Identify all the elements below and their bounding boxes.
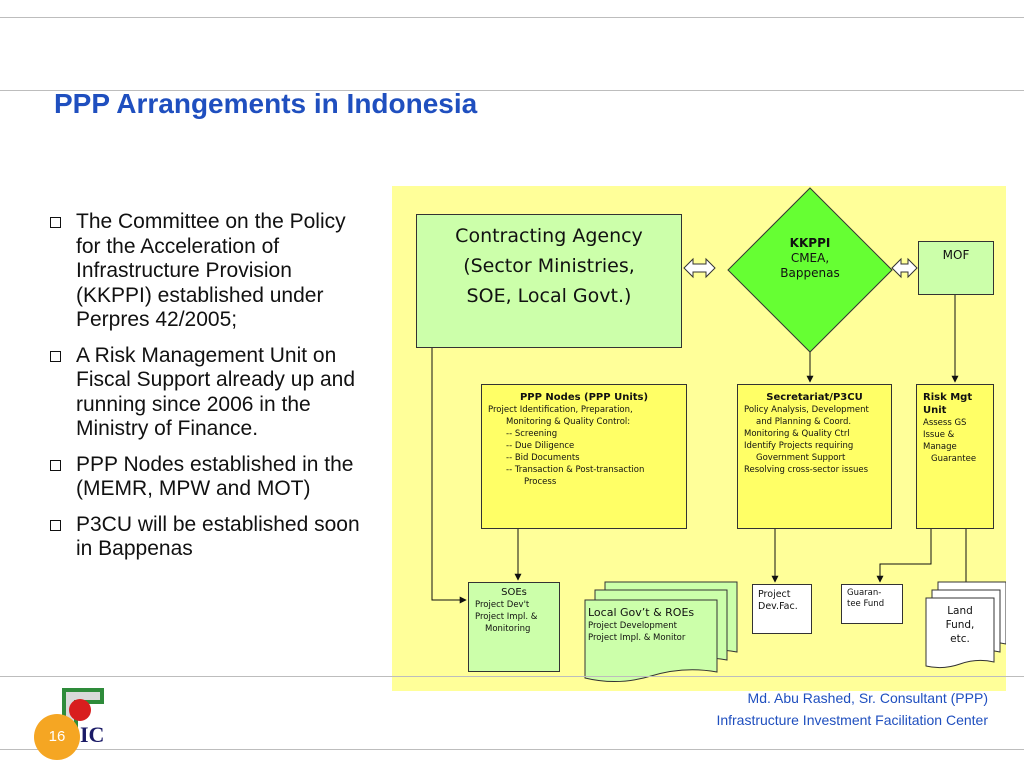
bullet-item: The Committee on the Policy for the Acce… bbox=[50, 210, 360, 333]
arrow-agency-to-soes bbox=[431, 348, 467, 604]
guarantee-fund-box: Guaran- tee Fund bbox=[841, 584, 903, 624]
diagram-connectors bbox=[431, 187, 1006, 683]
double-arrow-left bbox=[683, 257, 716, 279]
local-gov-documents bbox=[584, 581, 738, 683]
local-gov-text: Local Gov’t & ROEs Project Development P… bbox=[588, 606, 695, 643]
contracting-agency-box: Contracting Agency (Sector Ministries, S… bbox=[416, 214, 682, 348]
page-number-badge: 16 bbox=[34, 714, 80, 760]
soes-box: SOEs Project Dev't Project Impl. & Monit… bbox=[468, 582, 560, 672]
footer-rule-bottom bbox=[0, 749, 1024, 750]
title-rule bbox=[0, 90, 1024, 91]
slide-title: PPP Arrangements in Indonesia bbox=[54, 88, 478, 119]
svg-text:IC: IC bbox=[80, 722, 104, 747]
footer-author: Md. Abu Rashed, Sr. Consultant (PPP) bbox=[747, 690, 988, 706]
checkbox-bullet-icon bbox=[50, 217, 61, 228]
land-fund-documents bbox=[925, 581, 1006, 669]
risk-mgt-unit-box: Risk Mgt Unit Assess GS Issue & Manage G… bbox=[916, 384, 994, 529]
bullet-item: A Risk Management Unit on Fiscal Support… bbox=[50, 344, 360, 442]
checkbox-bullet-icon bbox=[50, 459, 61, 471]
mof-box: MOF bbox=[918, 241, 994, 295]
project-dev-fac-box: Project Dev.Fac. bbox=[752, 584, 812, 634]
secretariat-box: Secretariat/P3CU Policy Analysis, Develo… bbox=[737, 384, 892, 529]
checkbox-bullet-icon bbox=[50, 350, 61, 362]
checkbox-bullet-icon bbox=[50, 519, 61, 531]
double-arrow-right bbox=[891, 257, 918, 279]
bullet-item: PPP Nodes established in the (MEMR, MPW … bbox=[50, 453, 360, 502]
kkppi-node: KKPPI CMEA, Bappenas bbox=[780, 236, 840, 280]
ppp-nodes-box: PPP Nodes (PPP Units) Project Identifica… bbox=[481, 384, 687, 529]
bullet-item: P3CU will be established soon in Bappena… bbox=[50, 513, 360, 562]
top-rule bbox=[0, 17, 1024, 18]
land-fund-text: Land Fund, etc. bbox=[945, 605, 975, 645]
arrow-risk-to-guarantee bbox=[876, 529, 932, 583]
ppp-diagram: Contracting Agency (Sector Ministries, S… bbox=[392, 186, 1006, 691]
footer-rule-top bbox=[0, 676, 1024, 677]
bullet-list: The Committee on the Policy for the Acce… bbox=[50, 210, 360, 573]
footer-org: Infrastructure Investment Facilitation C… bbox=[716, 712, 988, 728]
